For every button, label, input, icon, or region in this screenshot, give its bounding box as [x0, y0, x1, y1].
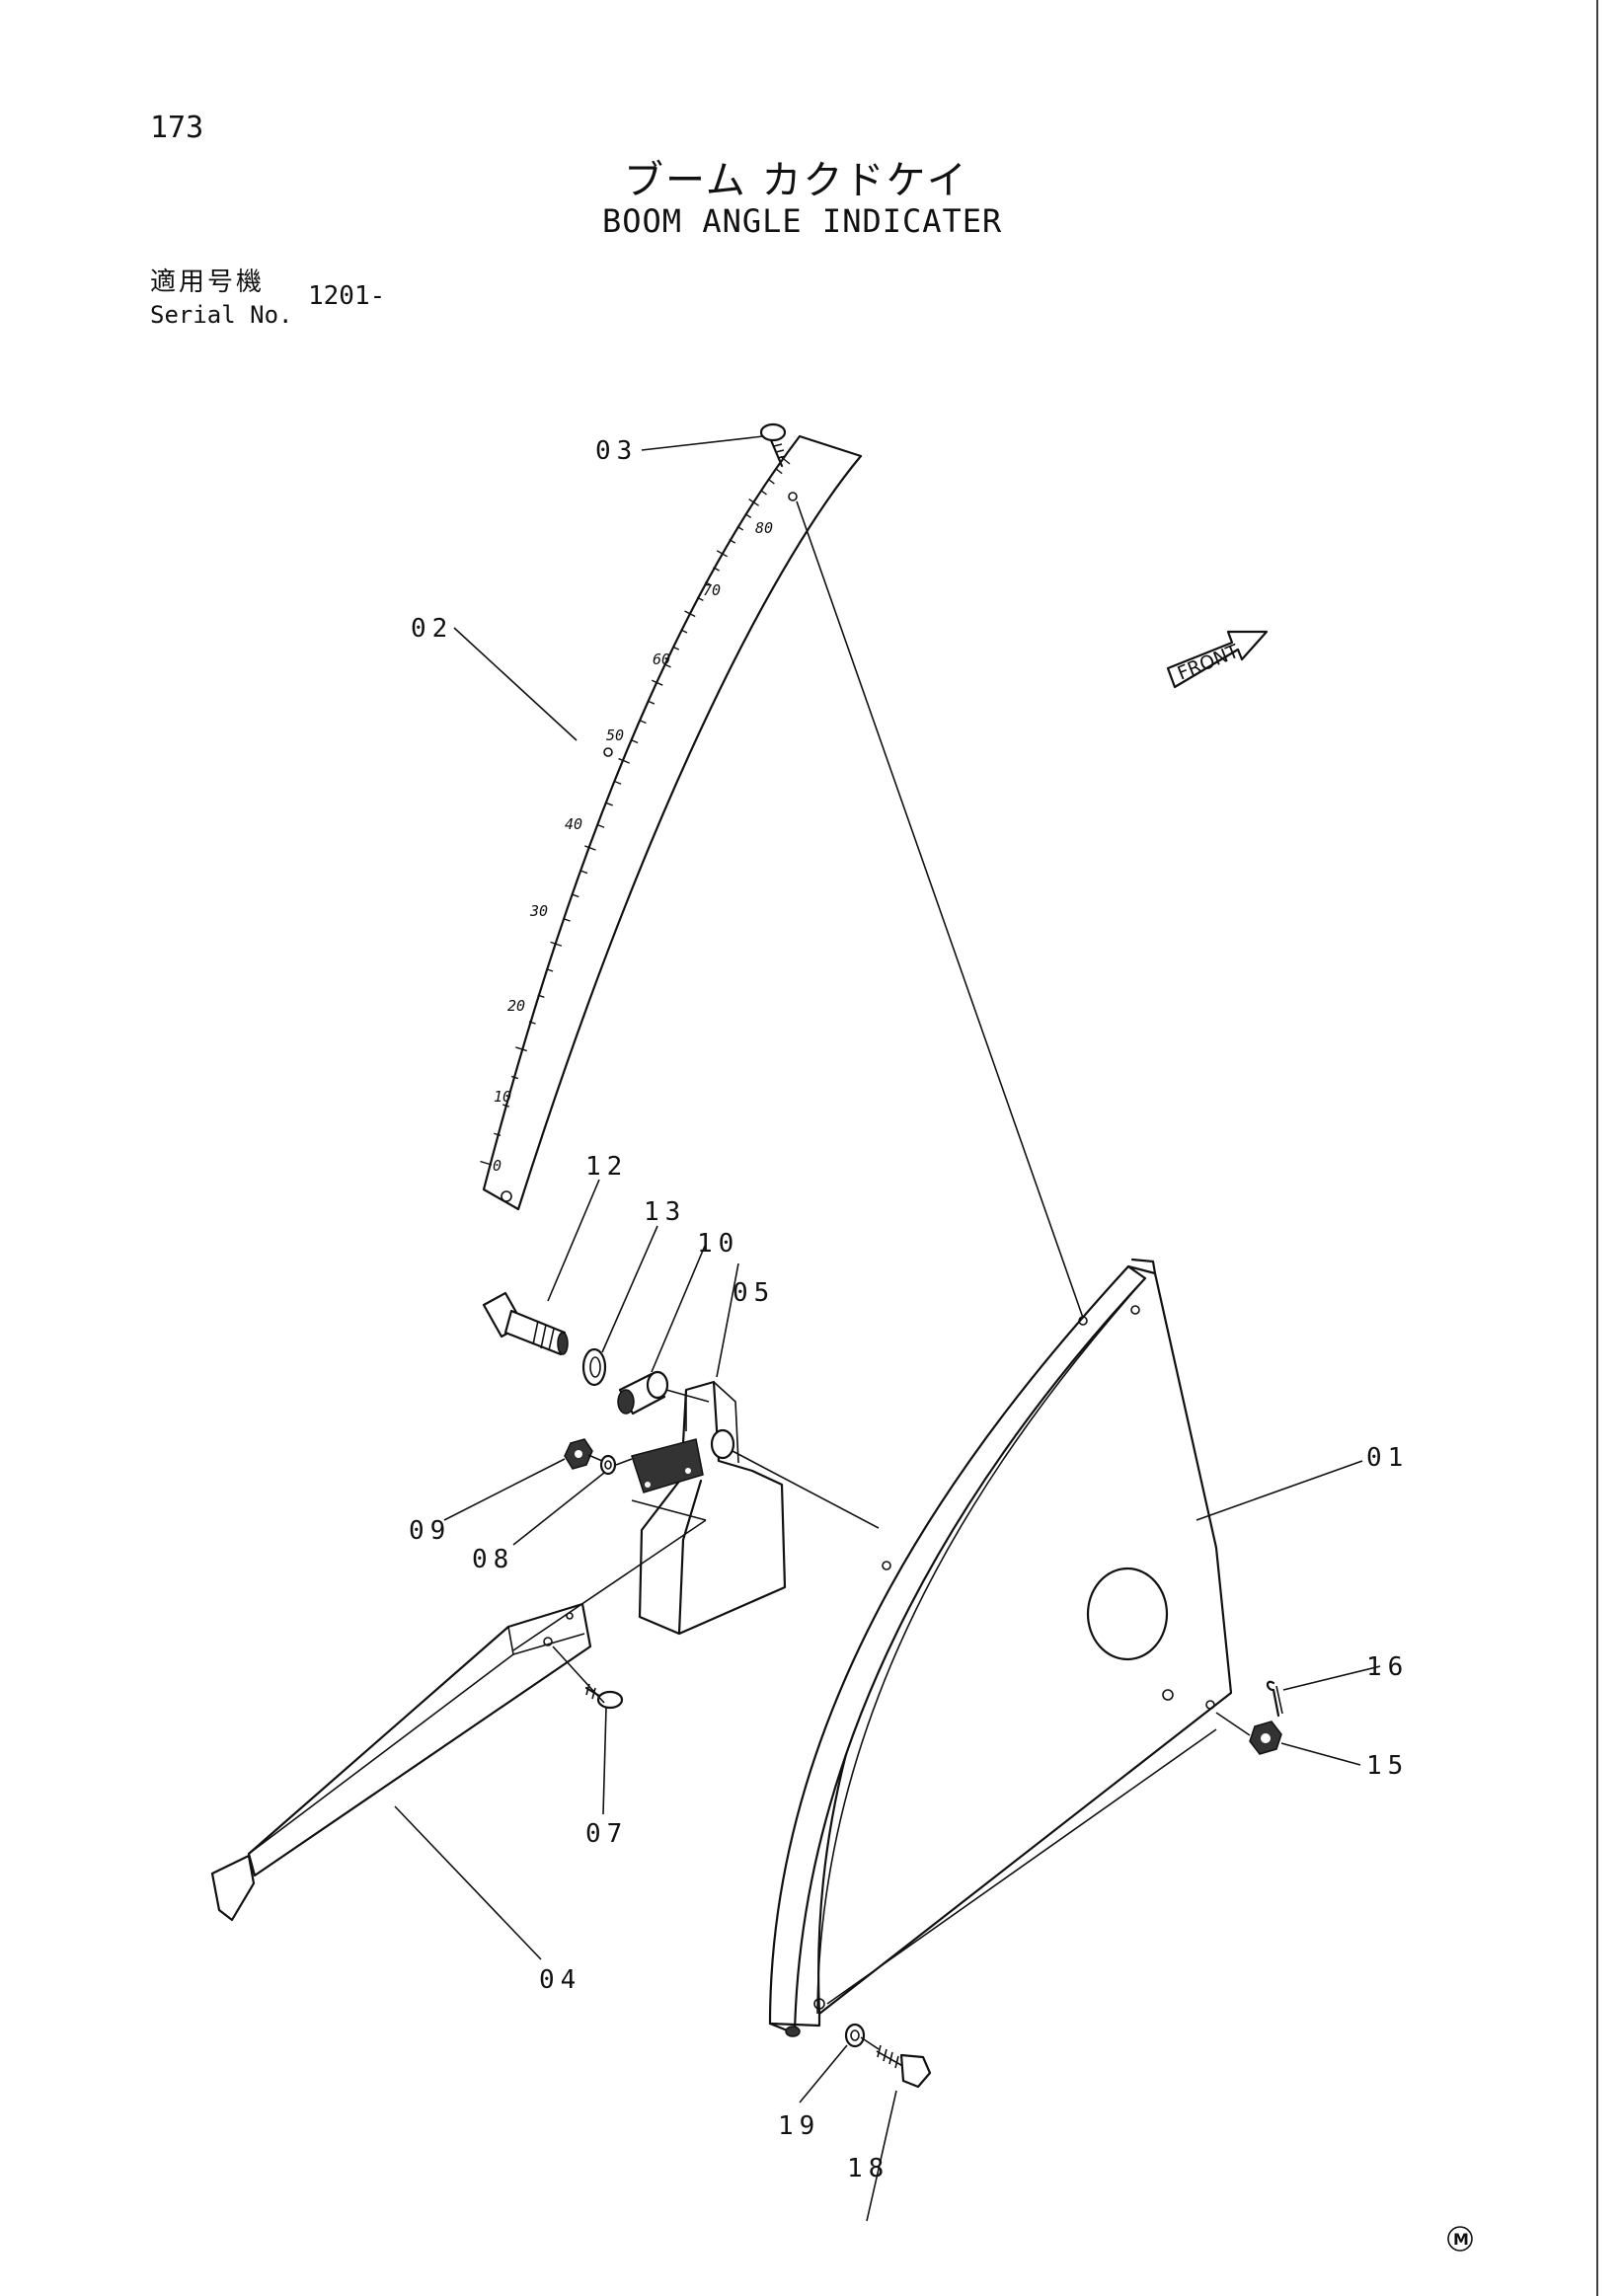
scale-tick-mark: [744, 512, 752, 518]
part-label-04: 04: [539, 1965, 581, 1995]
screw-03: [759, 422, 787, 468]
scale-label-70: 70: [703, 581, 721, 599]
part-label-12: 12: [585, 1152, 628, 1182]
scale-tick-mark: [480, 1160, 493, 1166]
scale-label-0: 0: [493, 1157, 501, 1175]
scale-tick-mark: [584, 845, 596, 851]
center-lines: [512, 500, 1251, 2050]
page-number: 173: [150, 111, 204, 145]
scale-tick-mark: [550, 941, 563, 947]
scale-label-80: 80: [755, 519, 773, 537]
weight-bracket: [638, 1380, 787, 1636]
scale-label-60: 60: [653, 651, 670, 668]
serial-label: Serial No.: [150, 301, 293, 329]
nut-09: [564, 1438, 593, 1470]
nut-15: [1249, 1721, 1282, 1755]
washer-19: [844, 2023, 866, 2048]
part-label-08: 08: [472, 1545, 514, 1574]
part-labels: 03 02 01 05 10 13 12 09 08 07 04 16 15 1…: [409, 436, 1409, 2183]
quadrant-frame: [768, 1258, 1233, 2037]
scale-tick-mark: [537, 994, 545, 998]
scale-tick-mark: [510, 1075, 519, 1080]
cotter-pin-16: [1266, 1680, 1283, 1718]
scale-label-10: 10: [494, 1088, 511, 1106]
part-label-10: 10: [697, 1229, 739, 1259]
serial-label-japanese: 適用号機: [150, 268, 266, 297]
scale-tick-mark: [768, 479, 775, 485]
bolt-12: [482, 1291, 569, 1356]
scale-tick-mark: [776, 468, 783, 475]
scale-tick-mark: [748, 498, 760, 506]
part-label-07: 07: [585, 1819, 628, 1849]
scale-tick-mark: [696, 596, 704, 602]
scale-tick-mark: [651, 679, 663, 686]
manufacturer-mark: M: [1447, 2226, 1473, 2252]
serial-value: 1201-: [308, 281, 386, 311]
scale-label-20: 20: [507, 997, 525, 1015]
scale-tick-mark: [663, 663, 671, 668]
scale-tick-mark: [597, 824, 605, 828]
part-label-05: 05: [733, 1278, 775, 1308]
scale-tick-mark: [614, 781, 622, 785]
scale-tick-mark: [572, 893, 579, 898]
scale-tick-mark: [528, 1021, 536, 1025]
part-label-09: 09: [409, 1516, 451, 1546]
scale-tick-mark: [494, 1132, 501, 1136]
scale-tick-mark: [631, 739, 639, 744]
scale-tick-mark: [760, 490, 767, 496]
bolt-18: [876, 2044, 932, 2089]
scale-tick-mark: [672, 646, 680, 651]
scale-label-30: 30: [529, 902, 548, 920]
washer-13: [581, 1347, 607, 1387]
scale-tick-group: [480, 455, 791, 1166]
scale-tick-mark: [705, 581, 712, 586]
scale-tick-mark: [680, 629, 688, 634]
part-label-19: 19: [778, 2111, 820, 2141]
scale-tick-mark: [502, 1104, 510, 1108]
part-label-18: 18: [847, 2154, 889, 2183]
bushing-10: [617, 1370, 669, 1416]
scale-tick-mark: [515, 1046, 527, 1052]
scale-tick-mark: [684, 610, 696, 618]
screw-07: [584, 1683, 624, 1710]
part-label-15: 15: [1366, 1751, 1409, 1781]
front-arrow: FRONT: [1166, 630, 1269, 689]
scale-tick-mark: [713, 567, 720, 572]
scale-label-50: 50: [606, 727, 624, 744]
page-title-japanese: ブーム カクドケイ: [624, 158, 968, 203]
front-arrow-label: FRONT: [1175, 641, 1243, 685]
scale-tick-mark: [618, 757, 630, 764]
lock-plate: [631, 1438, 704, 1493]
part-label-01: 01: [1366, 1443, 1409, 1473]
washer-08: [599, 1454, 617, 1476]
manufacturer-mark-letter: M: [1453, 2230, 1469, 2249]
scale-tick-mark: [546, 968, 554, 972]
part-label-16: 16: [1366, 1652, 1409, 1682]
scale-tick-mark: [648, 700, 656, 705]
scale-tick-mark: [563, 918, 571, 922]
part-label-02: 02: [411, 614, 453, 644]
scale-tick-mark: [580, 870, 588, 875]
scale-tick-mark: [729, 538, 736, 544]
pointer-bar: [210, 1602, 592, 1922]
page-title: BOOM ANGLE INDICATER: [602, 202, 1003, 240]
angle-scale-plate: 0 10 20 30 40 50 60 70 80: [480, 434, 863, 1211]
scale-tick-mark: [736, 525, 744, 531]
scale-tick-mark: [639, 720, 647, 725]
scale-label-40: 40: [565, 815, 582, 833]
part-label-03: 03: [595, 436, 638, 466]
leader-lines: [394, 435, 1381, 2222]
part-label-13: 13: [644, 1197, 686, 1227]
scale-tick-mark: [716, 550, 729, 558]
scale-tick-mark: [605, 802, 613, 806]
